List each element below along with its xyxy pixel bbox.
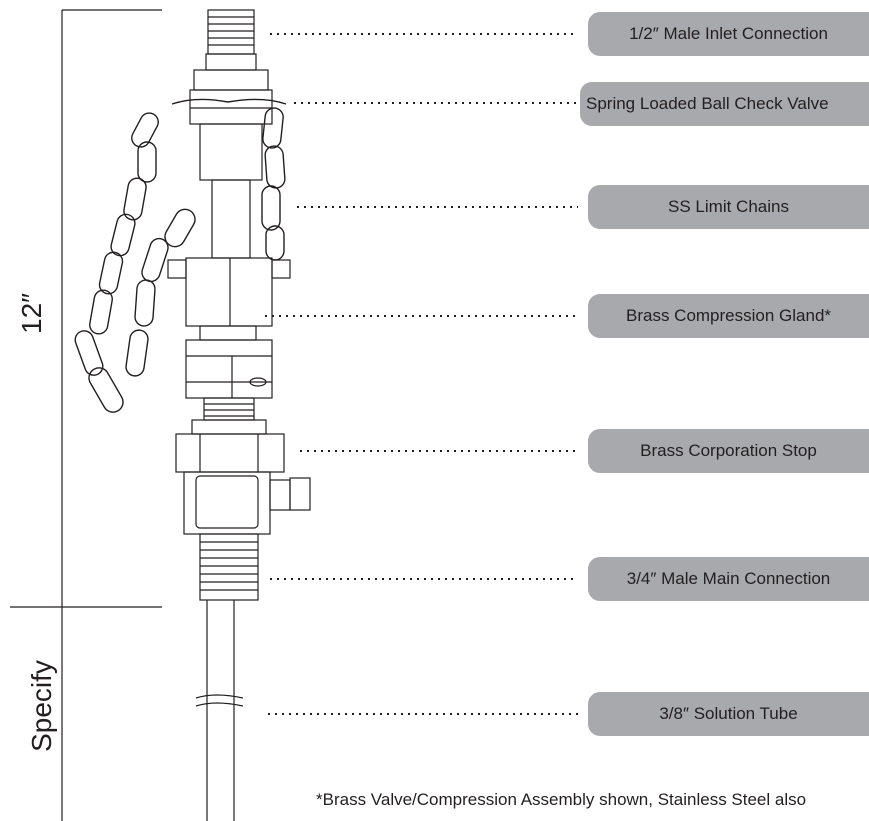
footnote: *Brass Valve/Compression Assembly shown,… [316,790,807,809]
dimension-lines [10,9,162,821]
middle-fittings [185,325,273,421]
callout-limit-chains: SS Limit Chains [588,185,869,229]
callout-solution-tube: 3/8″ Solution Tube [588,692,869,736]
limit-chains [74,98,287,413]
inlet-thread [207,9,255,55]
corporation-stop [175,419,311,535]
callout-corporation-stop: Brass Corporation Stop [588,429,869,473]
leader-lines [265,33,578,715]
dimension-label-specify: Specify [26,660,57,752]
callout-compression-gland: Brass Compression Gland* [588,294,869,338]
check-valve-body [189,53,273,259]
main-connection-thread [199,533,259,601]
dimension-label-12in: 12″ [16,292,47,334]
callout-main-connection: 3/4″ Male Main Connection [588,557,869,601]
solution-tube [195,600,244,821]
callout-inlet-connection: 1/2″ Male Inlet Connection [588,12,869,56]
compression-gland [167,257,291,327]
callout-check-valve: Spring Loaded Ball Check Valve [580,82,869,126]
